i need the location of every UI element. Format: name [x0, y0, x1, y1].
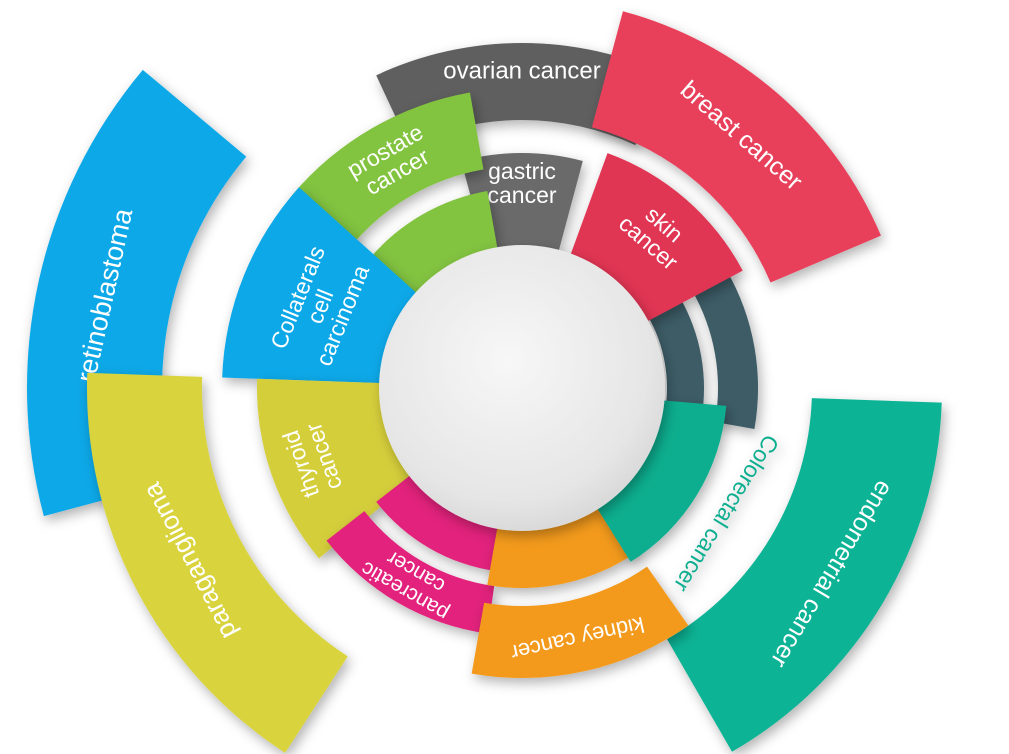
center-hub-circle — [379, 245, 665, 531]
segment-collaterals-cell-carcinoma: Collateralscellcarcinoma — [222, 187, 418, 384]
breast-cancer-band-0 — [591, 11, 881, 283]
segment-retinoblastoma: retinoblastoma — [26, 69, 247, 517]
slate-segment-band-1 — [691, 270, 758, 429]
retinoblastoma-band-0 — [26, 69, 247, 517]
colorectal-cancer-band-0 — [596, 400, 727, 562]
kidney-cancer-band-0 — [487, 502, 637, 588]
endometrial-cancer-band-0 — [667, 398, 942, 752]
thyroid-cancer-band-0 — [257, 378, 415, 559]
prostate-cancer-band-0 — [368, 191, 498, 299]
segment-slate-segment — [647, 270, 758, 429]
ovarian-cancer-label-line: ovarian cancer — [443, 57, 600, 84]
gastric-cancer-label-line: cancer — [487, 182, 556, 208]
segment-paraganglioma: paraganglioma — [87, 372, 348, 753]
segment-kidney-cancer: kidney cancer — [471, 502, 689, 678]
gastric-cancer-label-line: gastric — [488, 158, 556, 184]
prostate-cancer-band-1 — [292, 92, 484, 246]
ovarian-cancer-label: ovarian cancer — [443, 57, 600, 84]
paraganglioma-band-0 — [87, 372, 348, 753]
segment-thyroid-cancer: thyroidcancer — [257, 378, 415, 559]
kidney-cancer-band-1 — [471, 566, 689, 678]
collaterals-cell-carcinoma-band-0 — [222, 187, 418, 384]
slate-segment-band-0 — [647, 297, 704, 420]
pancreatic-cancer-band-1 — [326, 511, 495, 634]
pancreatic-cancer-band-0 — [376, 474, 503, 572]
